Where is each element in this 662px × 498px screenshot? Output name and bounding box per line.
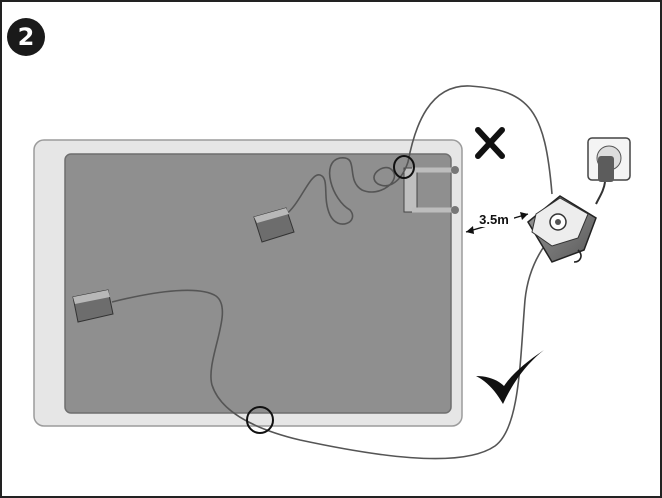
- tangle-highlight-circle: [393, 155, 415, 179]
- check-icon: [476, 350, 544, 404]
- distance-arrow-head-right: [520, 212, 528, 220]
- pool-ladder: [403, 166, 459, 214]
- control-box-dial-center: [555, 219, 561, 225]
- cable-wrong-route: [284, 85, 553, 225]
- distance-label: 3.5m: [479, 212, 509, 227]
- step-number: 2: [18, 23, 35, 51]
- distance-label-bg: [474, 209, 514, 227]
- pool-water: [64, 153, 452, 414]
- pool-robot-lower: [72, 289, 114, 323]
- ladder-post: [403, 167, 418, 213]
- control-box-cable-tail: [573, 249, 582, 263]
- robot-upper-top: [254, 208, 289, 223]
- power-supply-unit: [527, 195, 597, 263]
- wall-outlet: [587, 137, 631, 205]
- robot-lower-top: [73, 290, 110, 304]
- distance-arrow-head-left: [466, 226, 474, 234]
- step-badge-circle: [7, 18, 45, 56]
- plug-cord: [595, 181, 606, 205]
- cross-icon: [475, 127, 505, 159]
- ladder-bolt-top: [451, 166, 459, 174]
- step-badge: 2: [7, 18, 45, 56]
- ladder-bolt-bottom: [451, 206, 459, 214]
- pool-robot-upper: [253, 207, 295, 243]
- cable-correct-route: [111, 235, 553, 460]
- distance-indicator: 3.5m: [465, 209, 529, 234]
- cable-entry-highlight-circle: [246, 406, 274, 434]
- plug-icon: [598, 156, 614, 182]
